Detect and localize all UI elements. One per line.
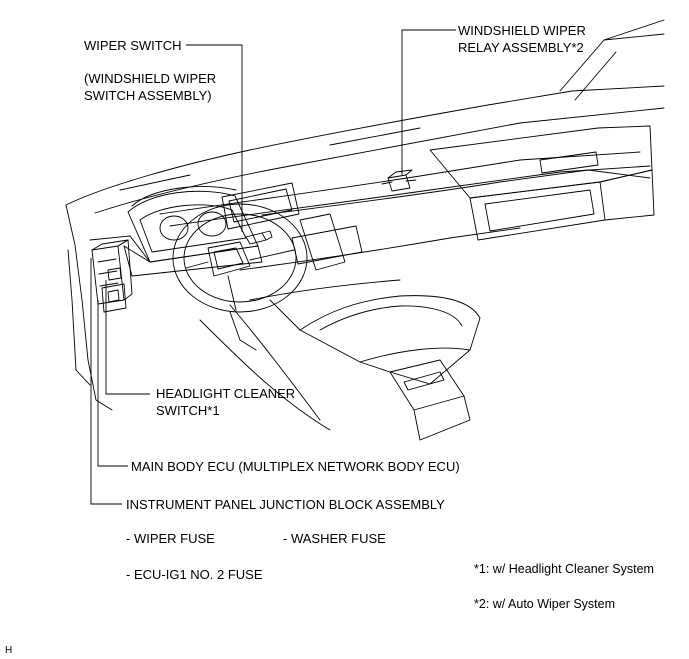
right-vent: [539, 151, 599, 174]
wiper-stalk-tip: [261, 230, 273, 241]
center-stack: [299, 213, 346, 271]
ecu-ig1-fuse-label: - ECU-IG1 NO. 2 FUSE: [126, 567, 263, 582]
floor-tunnel: [269, 299, 301, 331]
wiper-relay-label-line2: RELAY ASSEMBLY*2: [458, 40, 584, 55]
wiper-switch-label: WIPER SWITCH: [84, 38, 182, 53]
glovebox-inner: [484, 189, 595, 232]
wiper-relay-label-line1: WINDSHIELD WIPER: [458, 23, 586, 38]
center-display-inner: [228, 188, 293, 223]
wiper-switch-leader: [186, 44, 243, 232]
junction-block-side: [117, 239, 133, 301]
steering-spoke-left: [185, 261, 209, 269]
left-dash-wall: [89, 235, 151, 263]
right-pillar-inner: [574, 51, 617, 101]
wiper-fuse-label: - WIPER FUSE: [126, 531, 215, 546]
washer-fuse-label: - WASHER FUSE: [283, 531, 386, 546]
headlight-cleaner-leader: [105, 280, 150, 395]
steering-spoke-right: [249, 249, 295, 261]
cluster-face: [139, 204, 247, 253]
cluster-hood-rim: [131, 186, 237, 207]
relay-bracket: [381, 179, 417, 185]
dashboard-top-inner: [94, 107, 665, 214]
steering-spoke-lower: [227, 275, 237, 311]
note-headlight-cleaner: *1: w/ Headlight Cleaner System: [474, 562, 654, 576]
relay-leader: [401, 29, 456, 175]
steering-wheel-inner: [183, 213, 297, 303]
console-side: [359, 349, 471, 385]
steering-column: [229, 311, 257, 351]
body-ecu-connector: [107, 289, 120, 303]
junction-block-label: INSTRUMENT PANEL JUNCTION BLOCK ASSEMBLY: [126, 497, 445, 512]
headlight-cleaner-label-line2: SWITCH*1: [156, 403, 220, 418]
left-lower-panel: [87, 359, 113, 411]
cluster-dial-right: [197, 211, 227, 237]
main-body-ecu-label: MAIN BODY ECU (MULTIPLEX NETWORK BODY EC…: [131, 459, 460, 474]
passenger-dash-face: [429, 125, 653, 199]
dash-layer-2: [169, 165, 651, 227]
relay-top: [387, 169, 413, 179]
floor-line-1: [229, 304, 321, 421]
roof-edge: [603, 19, 665, 41]
console-top-inner: [319, 305, 463, 331]
headlight-cleaner-switch: [107, 267, 122, 281]
corner-mark: H: [5, 645, 13, 656]
dash-layer-3: [261, 169, 651, 216]
steering-wheel-outer: [172, 203, 308, 313]
center-stack-panel: [291, 225, 363, 265]
floor-line-2: [199, 319, 331, 431]
relay-body: [387, 174, 411, 192]
steering-hub: [207, 241, 251, 277]
cluster-hood: [127, 190, 259, 263]
dashboard-top-outline: [65, 85, 665, 206]
left-pillar: [65, 204, 89, 361]
body-ecu-box: [101, 283, 127, 313]
defroster-strip: [119, 127, 421, 191]
cluster-dial-left: [159, 215, 189, 241]
lower-dash-sweep: [239, 227, 521, 271]
right-lower-dash: [599, 169, 655, 221]
wiper-stalk: [245, 232, 267, 245]
console-armrest: [299, 295, 481, 363]
main-body-ecu-leader: [97, 300, 128, 467]
left-door-panel: [67, 249, 91, 386]
console-rear-slot: [403, 371, 445, 391]
note-auto-wiper: *2: w/ Auto Wiper System: [474, 597, 616, 611]
console-rear-face: [413, 395, 471, 441]
dash-layer-1: [159, 151, 641, 215]
wiper-switch-assembly-label-line2: SWITCH ASSEMBLY): [84, 88, 212, 103]
junction-block-leader: [90, 258, 122, 505]
steering-hub-inner: [213, 247, 244, 270]
junction-block-top: [91, 239, 129, 251]
wiper-switch-assembly-label-line1: (WINDSHIELD WIPER: [84, 71, 217, 86]
center-console-base: [249, 279, 401, 301]
headlight-cleaner-label-line1: HEADLIGHT CLEANER: [156, 386, 296, 401]
